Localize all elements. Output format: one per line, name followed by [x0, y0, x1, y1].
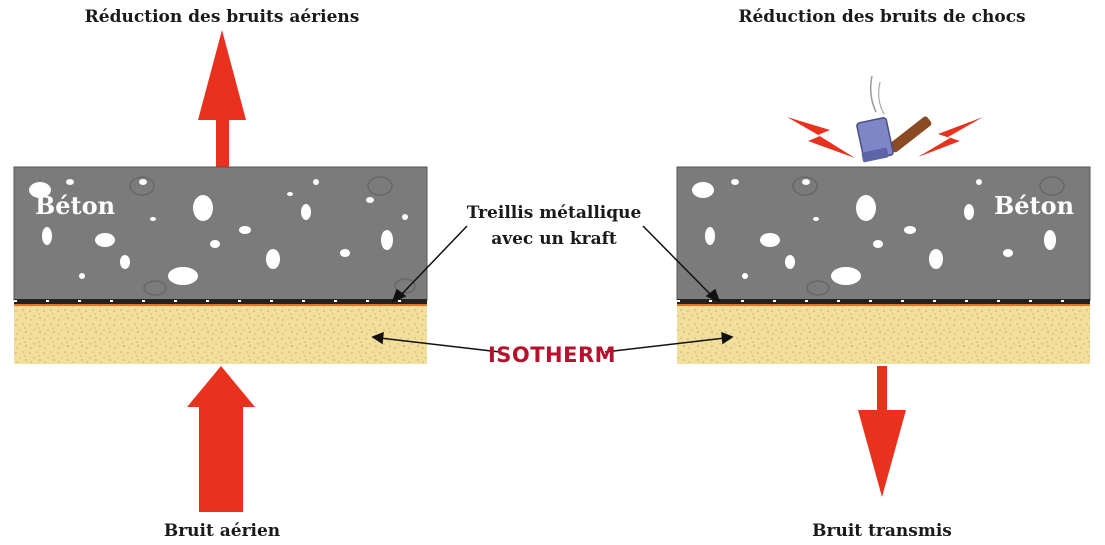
product-label: ISOTHERM [488, 343, 616, 367]
right-bottom-label: Bruit transmis [812, 521, 952, 541]
right-assembly [676, 75, 1091, 497]
left-material-label: Béton [35, 191, 115, 220]
airborne-noise-arrow [187, 366, 255, 512]
lightning-icon [787, 117, 855, 158]
mesh-label-line2: avec un kraft [491, 229, 617, 249]
insulation-left [14, 306, 427, 364]
concrete-slab-right [676, 166, 1091, 301]
left-title: Réduction des bruits aériens [85, 7, 360, 27]
transmitted-noise-arrow [858, 366, 906, 497]
insulation-right [677, 306, 1090, 364]
concrete-slab-left [13, 166, 428, 301]
hammer-icon [856, 75, 932, 163]
left-bottom-label: Bruit aérien [164, 521, 280, 541]
right-title: Réduction des bruits de chocs [738, 7, 1025, 27]
mesh-kraft-left [14, 299, 427, 306]
airborne-reduction-arrow [198, 30, 246, 168]
callout-lines [371, 225, 734, 353]
right-material-label: Béton [994, 191, 1074, 220]
mesh-label-line1: Treillis métallique [467, 203, 642, 223]
left-assembly [13, 30, 428, 512]
mesh-kraft-right [677, 299, 1090, 306]
